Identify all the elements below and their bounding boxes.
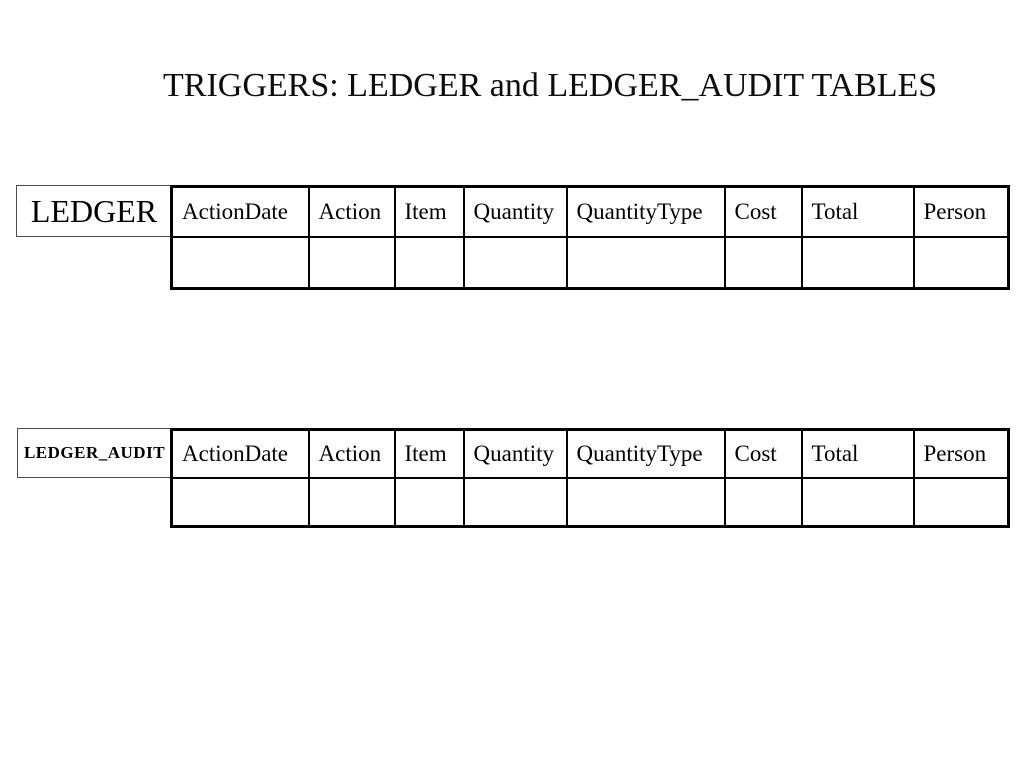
table-cell bbox=[723, 476, 803, 528]
ledger-table: ActionDate Action Item Quantity Quantity… bbox=[170, 185, 1010, 290]
ledger-header-row: ActionDate Action Item Quantity Quantity… bbox=[170, 185, 1010, 238]
ledger-audit-header-action: Action bbox=[307, 428, 396, 479]
ledger-audit-header-row: ActionDate Action Item Quantity Quantity… bbox=[170, 428, 1010, 479]
table-cell bbox=[170, 476, 310, 528]
ledger-header-total: Total bbox=[800, 185, 915, 238]
table-cell bbox=[170, 235, 310, 290]
table-cell bbox=[912, 476, 1010, 528]
ledger-audit-label-box: LEDGER_AUDIT bbox=[17, 428, 172, 478]
ledger-label-text: LEDGER bbox=[30, 192, 158, 229]
ledger-audit-table: ActionDate Action Item Quantity Quantity… bbox=[170, 428, 1010, 528]
ledger-audit-empty-row bbox=[170, 476, 1010, 528]
ledger-audit-header-person: Person bbox=[912, 428, 1010, 479]
ledger-header-quantity: Quantity bbox=[462, 185, 568, 238]
table-cell bbox=[307, 476, 396, 528]
table-cell bbox=[393, 476, 465, 528]
ledger-audit-header-total: Total bbox=[800, 428, 915, 479]
ledger-audit-header-item: Item bbox=[393, 428, 465, 479]
ledger-audit-header-cost: Cost bbox=[723, 428, 803, 479]
table-cell bbox=[800, 235, 915, 290]
table-cell bbox=[800, 476, 915, 528]
ledger-header-item: Item bbox=[393, 185, 465, 238]
table-cell bbox=[462, 235, 568, 290]
ledger-audit-header-actiondate: ActionDate bbox=[170, 428, 310, 479]
table-cell bbox=[912, 235, 1010, 290]
slide-title: TRIGGERS: LEDGER and LEDGER_AUDIT TABLES bbox=[163, 67, 938, 104]
ledger-audit-header-quantity: Quantity bbox=[462, 428, 568, 479]
table-cell bbox=[565, 235, 726, 290]
table-cell bbox=[462, 476, 568, 528]
ledger-header-cost: Cost bbox=[723, 185, 803, 238]
ledger-audit-label-text: LEDGER_AUDIT bbox=[23, 443, 166, 462]
table-cell bbox=[723, 235, 803, 290]
ledger-header-action: Action bbox=[307, 185, 396, 238]
ledger-empty-row bbox=[170, 235, 1010, 290]
ledger-header-quantitytype: QuantityType bbox=[565, 185, 726, 238]
ledger-header-actiondate: ActionDate bbox=[170, 185, 310, 238]
ledger-audit-header-quantitytype: QuantityType bbox=[565, 428, 726, 479]
ledger-label-box: LEDGER bbox=[16, 185, 172, 237]
table-cell bbox=[393, 235, 465, 290]
table-cell bbox=[565, 476, 726, 528]
ledger-header-person: Person bbox=[912, 185, 1010, 238]
table-cell bbox=[307, 235, 396, 290]
